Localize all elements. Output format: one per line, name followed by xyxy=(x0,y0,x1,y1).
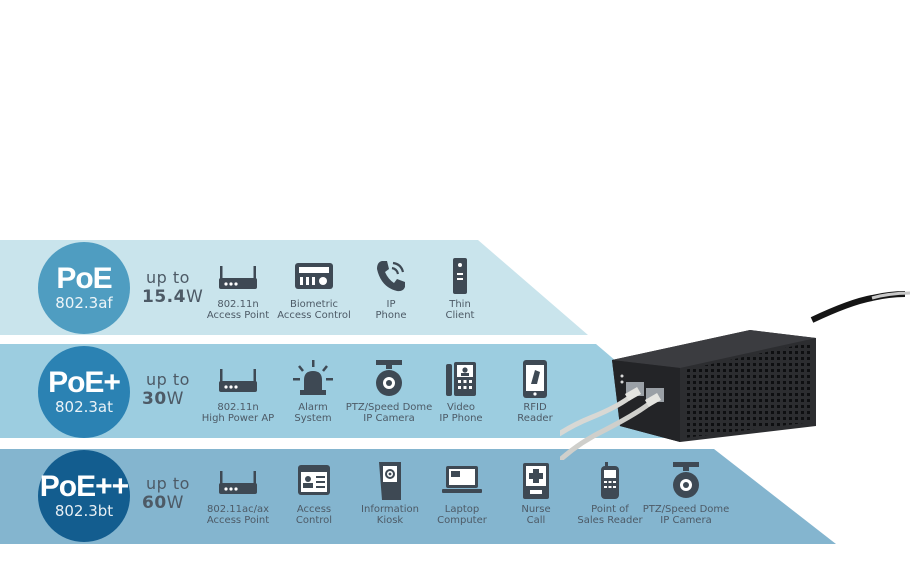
ethernet-cable-2 xyxy=(560,398,656,460)
item-label-line2: IP Camera xyxy=(660,515,712,526)
poe-badge: PoE 802.3af xyxy=(38,242,130,334)
pos-reader-icon xyxy=(601,462,619,499)
item-label-line2: High Power AP xyxy=(201,413,275,424)
poe-plus-item-high-power-ap: 802.11n High Power AP xyxy=(190,360,286,424)
thin-client-icon xyxy=(453,258,467,294)
poe-plus-plus-item-laptop: Laptop Computer xyxy=(414,462,510,526)
item-label-line1: 802.11n xyxy=(217,402,259,413)
item-label-line2: Reader xyxy=(517,413,553,424)
item-label-line1: PTZ/Speed Dome xyxy=(345,402,433,413)
poe-plus-item-rfid: RFID Reader xyxy=(487,360,583,424)
poe-item-thin-client: Thin Client xyxy=(412,257,508,321)
router-icon xyxy=(219,471,257,494)
item-label-line1: Alarm xyxy=(298,402,328,413)
poe-watts-number: 15.4 xyxy=(142,287,186,307)
power-cord xyxy=(810,291,906,323)
item-label-line2: System xyxy=(294,413,332,424)
poe-plus-plus-band xyxy=(0,449,850,544)
poe-power-label: up to 15.4W xyxy=(142,268,203,307)
poe-plus-badge: PoE+ 802.3at xyxy=(38,346,130,438)
biometric-reader-icon xyxy=(295,263,333,289)
item-label-line1: Information xyxy=(361,504,419,515)
poe-plus-plus-item-access-control: Access Control xyxy=(266,462,362,526)
item-label-line1: Laptop xyxy=(444,504,480,515)
poe-plus-plus-item-pos-reader: Point of Sales Reader xyxy=(562,462,658,526)
poe-badge-title: PoE xyxy=(56,262,112,295)
poe-plus-plus-band-background xyxy=(0,449,836,544)
poe-item-access-point: 802.11n Access Point xyxy=(190,257,286,321)
item-label-line1: 802.11ac/ax xyxy=(206,504,270,515)
laptop-icon xyxy=(442,466,482,493)
item-label-line1: Access xyxy=(296,504,332,515)
poe-plus-item-alarm: Alarm System xyxy=(265,360,361,424)
ptz-camera-icon xyxy=(673,462,699,498)
poe-plus-plus-badge-title: PoE++ xyxy=(39,470,129,503)
poe-plus-badge-title: PoE+ xyxy=(48,366,121,399)
item-label-line2: Computer xyxy=(437,515,487,526)
poe-plus-badge-standard: 802.3at xyxy=(54,398,113,416)
item-label-line1: Biometric xyxy=(290,299,338,310)
item-label-line1: IP xyxy=(386,299,396,310)
item-label-line1: PTZ/Speed Dome xyxy=(642,504,730,515)
poe-band xyxy=(0,240,600,335)
poe-plus-watts-unit: W xyxy=(166,389,184,409)
item-label-line2: Control xyxy=(295,515,333,526)
poe-plus-plus-watts-unit: W xyxy=(166,493,184,513)
poe-plus-plus-power-label: up to 60W xyxy=(142,474,190,513)
poe-plus-item-video-phone: Video IP Phone xyxy=(413,360,509,424)
ethernet-cable-1 xyxy=(560,392,636,437)
poe-badge-standard: 802.3af xyxy=(55,294,113,312)
poe-plus-plus-watts-number: 60 xyxy=(142,493,167,513)
poe-plus-plus-item-nurse-call: Nurse Call xyxy=(488,462,584,526)
phone-icon xyxy=(377,261,405,292)
alarm-siren-icon xyxy=(293,360,333,395)
poe-plus-plus-badge: PoE++ 802.3bt xyxy=(38,450,130,542)
item-label-line1: Point of xyxy=(591,504,629,515)
access-control-icon xyxy=(298,465,330,495)
item-label-line2: Access Control xyxy=(277,310,351,321)
item-label-line1: 802.11n xyxy=(217,299,259,310)
item-label-line2: IP Camera xyxy=(363,413,415,424)
item-label-line2: Client xyxy=(445,310,475,321)
poe-watts-unit: W xyxy=(185,287,204,307)
item-label-line2: Access Point xyxy=(206,310,270,321)
item-label-line1: Thin xyxy=(449,299,471,310)
poe-plus-power-label: up to 30W xyxy=(142,370,190,409)
item-label-line2: Kiosk xyxy=(376,515,404,526)
router-icon xyxy=(219,266,257,289)
nurse-call-icon xyxy=(523,463,549,499)
poe-plus-plus-item-ptz-camera: PTZ/Speed Dome IP Camera xyxy=(638,462,734,526)
information-kiosk-icon xyxy=(379,462,401,500)
router-icon xyxy=(219,369,257,392)
poe-band-background xyxy=(0,240,588,335)
item-label-line2: IP Phone xyxy=(439,413,483,424)
ptz-camera-icon xyxy=(376,360,402,396)
rfid-reader-icon xyxy=(523,360,547,398)
item-label-line1: Nurse xyxy=(521,504,551,515)
poe-injector-device xyxy=(560,291,910,460)
poe-item-ip-phone: IP Phone xyxy=(343,257,439,321)
poe-item-biometric: Biometric Access Control xyxy=(266,257,362,321)
poe-plus-item-ptz-camera: PTZ/Speed Dome IP Camera xyxy=(341,360,437,424)
poe-plus-plus-item-access-point: 802.11ac/ax Access Point xyxy=(190,462,286,526)
item-label-line2: Phone xyxy=(375,310,407,321)
poe-up-to: up to xyxy=(146,268,190,287)
poe-plus-plus-item-kiosk: Information Kiosk xyxy=(342,462,438,526)
item-label-line1: Video xyxy=(446,402,476,413)
item-label-line2: Sales Reader xyxy=(577,515,643,526)
video-phone-icon xyxy=(446,362,476,396)
item-label-line2: Access Point xyxy=(206,515,270,526)
poe-plus-up-to: up to xyxy=(146,370,190,389)
poe-plus-plus-up-to: up to xyxy=(146,474,190,493)
item-label-line1: RFID xyxy=(523,402,547,413)
item-label-line2: Call xyxy=(526,515,546,526)
poe-plus-plus-badge-standard: 802.3bt xyxy=(54,502,114,520)
poe-plus-watts-number: 30 xyxy=(142,389,167,409)
